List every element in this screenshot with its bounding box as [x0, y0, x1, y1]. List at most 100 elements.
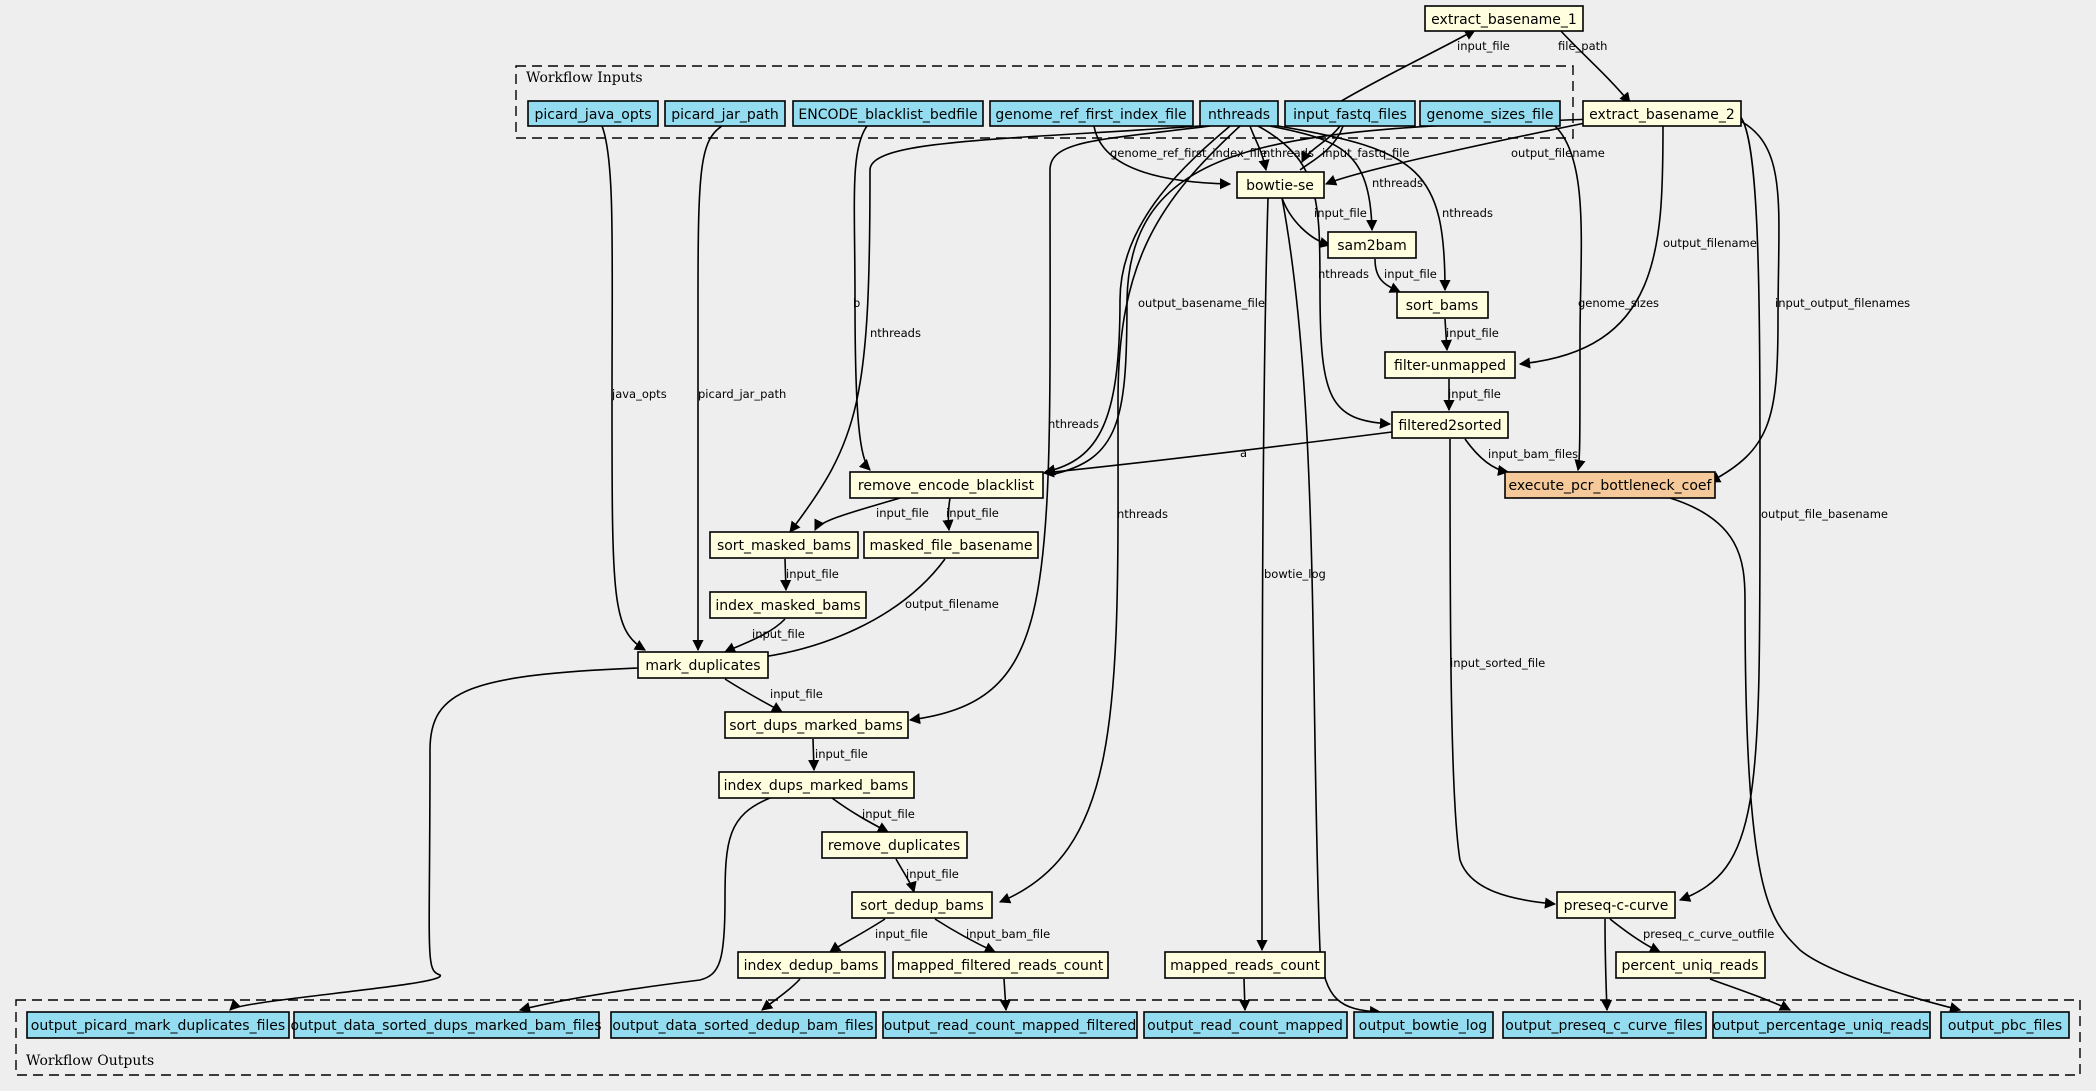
edge-label-preseq-outfile: preseq_c_curve_outfile	[1643, 927, 1774, 941]
node-percent-uniq-reads[interactable]: percent_uniq_reads	[1615, 951, 1766, 979]
node-box	[1582, 100, 1742, 127]
node-filter-unmapped[interactable]: filter-unmapped	[1384, 351, 1516, 379]
edge-label-input-file-indexdedup: input_file	[875, 927, 928, 941]
node-remove-encode-blacklist[interactable]: remove_encode_blacklist	[849, 471, 1044, 499]
workflow-inputs-label: Workflow Inputs	[526, 70, 643, 86]
node-box	[1164, 951, 1326, 979]
node-output-bowtie-log[interactable]: output_bowtie_log	[1353, 1011, 1494, 1039]
edge-removeblacklist-sortmasked	[814, 497, 901, 532]
workflow-inputs-cluster: Workflow Inputs	[515, 65, 1574, 139]
node-output-data-sorted-dups-marked-bam-files[interactable]: output_data_sorted_dups_marked_bam_files	[290, 1011, 602, 1039]
node-extract-basename-1[interactable]: extract_basename_1	[1424, 5, 1584, 32]
edge-label-output-basename-file: output_basename_file	[1138, 296, 1265, 310]
node-nthreads[interactable]: nthreads	[1199, 100, 1279, 127]
node-genome-ref-first-index-file[interactable]: genome_ref_first_index_file	[989, 100, 1194, 127]
edge-label-java-opts: java_opts	[611, 387, 667, 401]
node-box	[1615, 951, 1766, 979]
node-label: masked_file_basename	[869, 538, 1032, 554]
node-box	[1504, 471, 1716, 499]
node-label: sort_dedup_bams	[860, 898, 984, 914]
node-sort-dups-marked-bams[interactable]: sort_dups_marked_bams	[724, 711, 909, 739]
node-output-pbc-files[interactable]: output_pbc_files	[1940, 1011, 2070, 1039]
node-sort-masked-bams[interactable]: sort_masked_bams	[709, 531, 859, 559]
edge-label-input-fastq-file: input_fastq_file	[1322, 146, 1410, 160]
node-genome-sizes-file[interactable]: genome_sizes_file	[1419, 100, 1561, 127]
edge-label-bowtie-log: bowtie_log	[1264, 567, 1326, 581]
edge-preseq-outputpreseq	[1601, 918, 1613, 1012]
node-output-data-sorted-dedup-bam-files[interactable]: output_data_sorted_dedup_bam_files	[610, 1011, 877, 1039]
edge-sortbams-filterunmapped	[1440, 318, 1452, 352]
node-output-preseq-c-curve-files[interactable]: output_preseq_c_curve_files	[1502, 1011, 1707, 1039]
edge-label-file-path: file_path	[1558, 39, 1607, 53]
node-picard-jar-path[interactable]: picard_jar_path	[664, 100, 786, 127]
node-box	[709, 591, 867, 619]
workflow-outputs-label: Workflow Outputs	[26, 1053, 154, 1069]
edge-label-input-bam-files: input_bam_files	[1488, 447, 1578, 461]
node-output-picard-mark-duplicates-files[interactable]: output_picard_mark_duplicates_files	[26, 1011, 290, 1039]
node-box	[1236, 171, 1325, 199]
node-extract-basename-2[interactable]: extract_basename_2	[1582, 100, 1742, 127]
edge-label-nthreads-sortmasked: nthreads	[870, 326, 921, 340]
edge-nthreads-sortmasked	[789, 125, 1201, 533]
node-remove-duplicates[interactable]: remove_duplicates	[821, 831, 968, 859]
edge-label-input-file-sortbams: input_file	[1384, 267, 1437, 281]
node-label: output_bowtie_log	[1359, 1018, 1487, 1034]
node-box	[1327, 231, 1417, 259]
node-sort-dedup-bams[interactable]: sort_dedup_bams	[851, 891, 993, 919]
node-output-read-count-mapped[interactable]: output_read_count_mapped	[1143, 1011, 1348, 1039]
edge-label-input-output-filenames: input_output_filenames	[1775, 296, 1910, 310]
node-box	[1424, 5, 1584, 32]
node-output-percentage-uniq-reads[interactable]: output_percentage_uniq_reads	[1712, 1011, 1931, 1039]
node-masked-file-basename[interactable]: masked_file_basename	[863, 531, 1039, 559]
node-execute-pcr-bottleneck-coef[interactable]: execute_pcr_bottleneck_coef	[1504, 471, 1716, 499]
edge-label-input-file-removedups: input_file	[862, 807, 915, 821]
node-picard-java-opts[interactable]: picard_java_opts	[527, 100, 659, 127]
node-label: output_read_count_mapped_filtered	[884, 1018, 1136, 1034]
edge-markdups-sortdups	[724, 678, 783, 713]
edge-label-input-file-indexmasked: input_file	[786, 567, 839, 581]
node-box	[851, 891, 993, 919]
node-label: remove_encode_blacklist	[858, 478, 1035, 494]
edge-label-picard-jar-path: picard_jar_path	[698, 387, 786, 401]
node-label: picard_jar_path	[671, 107, 779, 123]
node-filtered2sorted[interactable]: filtered2sorted	[1391, 411, 1509, 439]
node-index-dedup-bams[interactable]: index_dedup_bams	[737, 951, 886, 979]
node-label: filter-unmapped	[1394, 358, 1506, 374]
node-preseq-c-curve[interactable]: preseq-c-curve	[1556, 891, 1676, 919]
edge-extract2-removeblacklist	[1049, 117, 1621, 476]
edge-extract2-bowtie	[1324, 115, 1621, 186]
node-encode-blacklist-bedfile[interactable]: ENCODE_blacklist_bedfile	[792, 100, 984, 127]
node-mark-duplicates[interactable]: mark_duplicates	[637, 651, 769, 679]
edge-pcr-outputpbc	[1669, 497, 1962, 1013]
node-box	[1502, 1011, 1707, 1039]
node-output-read-count-mapped-filtered[interactable]: output_read_count_mapped_filtered	[882, 1011, 1138, 1039]
node-sort-bams[interactable]: sort_bams	[1396, 291, 1489, 319]
node-bowtie-se[interactable]: bowtie-se	[1236, 171, 1325, 199]
node-box	[718, 771, 915, 799]
edge-removedups-sortdedup	[895, 858, 917, 894]
edge-label-input-sorted-file: input_sorted_file	[1450, 656, 1545, 670]
edge-label-nthreads-filtered2sorted: nthreads	[1318, 267, 1369, 281]
node-mapped-filtered-reads-count[interactable]: mapped_filtered_reads_count	[892, 951, 1109, 979]
node-label: filtered2sorted	[1398, 418, 1501, 434]
node-index-masked-bams[interactable]: index_masked_bams	[709, 591, 867, 619]
edge-label-input-file-sam2bam: input_file	[1314, 206, 1367, 220]
node-box	[821, 831, 968, 859]
edge-blacklist-removeblacklist	[853, 125, 871, 471]
node-box	[26, 1011, 290, 1039]
node-index-dups-marked-bams[interactable]: index_dups_marked_bams	[718, 771, 915, 799]
edge-bowtie-sam2bam	[1281, 197, 1332, 248]
edge-sam2bam-sortbams	[1374, 258, 1402, 293]
edge-markdups-outputpicard	[229, 667, 639, 1011]
edge-bowtie-mappedreads	[1256, 197, 1269, 952]
node-input-fastq-files[interactable]: input_fastq_files	[1284, 100, 1416, 127]
edge-label-b: b	[853, 296, 860, 310]
edge-label-input-file-maskedbasename: input_file	[946, 506, 999, 520]
node-label: output_percentage_uniq_reads	[1713, 1018, 1929, 1034]
node-label: output_read_count_mapped	[1147, 1018, 1343, 1034]
node-mapped-reads-count[interactable]: mapped_reads_count	[1164, 951, 1326, 979]
node-box	[1391, 411, 1509, 439]
node-sam2bam[interactable]: sam2bam	[1327, 231, 1417, 259]
edge-label-nthreads-sortdedup: nthreads	[1117, 507, 1168, 521]
edge-filtered2sorted-preseq	[1449, 438, 1557, 909]
